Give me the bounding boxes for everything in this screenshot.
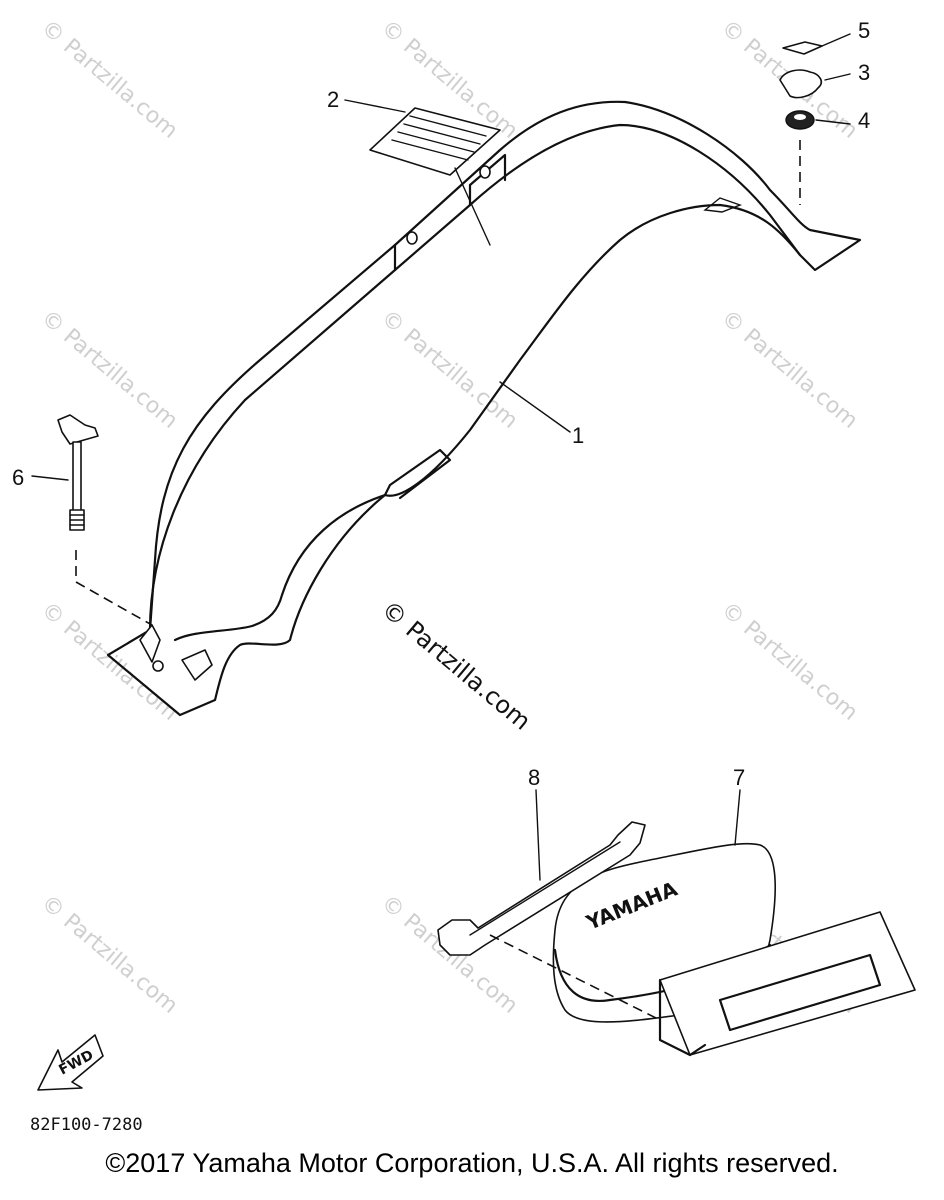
watermark: © Partzilla.com (36, 305, 182, 433)
fwd-arrow-icon: FWD (37, 1034, 104, 1091)
callout-6: 6 (12, 465, 24, 490)
watermark-main: © Partzilla.com (376, 595, 536, 735)
watermark: © Partzilla.com (716, 305, 862, 433)
watermark: © Partzilla.com (376, 305, 522, 433)
callout-labels: 1 2 3 4 5 6 7 8 (12, 18, 870, 790)
diagram-code: 82F100-7280 (30, 1115, 143, 1135)
callout-5: 5 (858, 18, 870, 43)
copyright-notice: ©2017 Yamaha Motor Corporation, U.S.A. A… (105, 1148, 839, 1178)
callout-8: 8 (528, 765, 540, 790)
callout-4: 4 (858, 108, 870, 133)
part-battery-tray (489, 911, 916, 1057)
part-hardware-top-right (779, 33, 851, 205)
watermark: © Partzilla.com (716, 597, 862, 725)
part-caution-label (344, 99, 501, 246)
watermark: © Partzilla.com (36, 15, 182, 143)
part-rear-fender (106, 100, 862, 717)
watermark: © Partzilla.com (36, 890, 182, 1018)
callout-2: 2 (327, 87, 339, 112)
callout-1: 1 (572, 423, 584, 448)
part-battery-band (437, 789, 646, 956)
callout-7: 7 (733, 765, 745, 790)
part-wing-bolt (31, 414, 153, 626)
callout-3: 3 (858, 60, 870, 85)
